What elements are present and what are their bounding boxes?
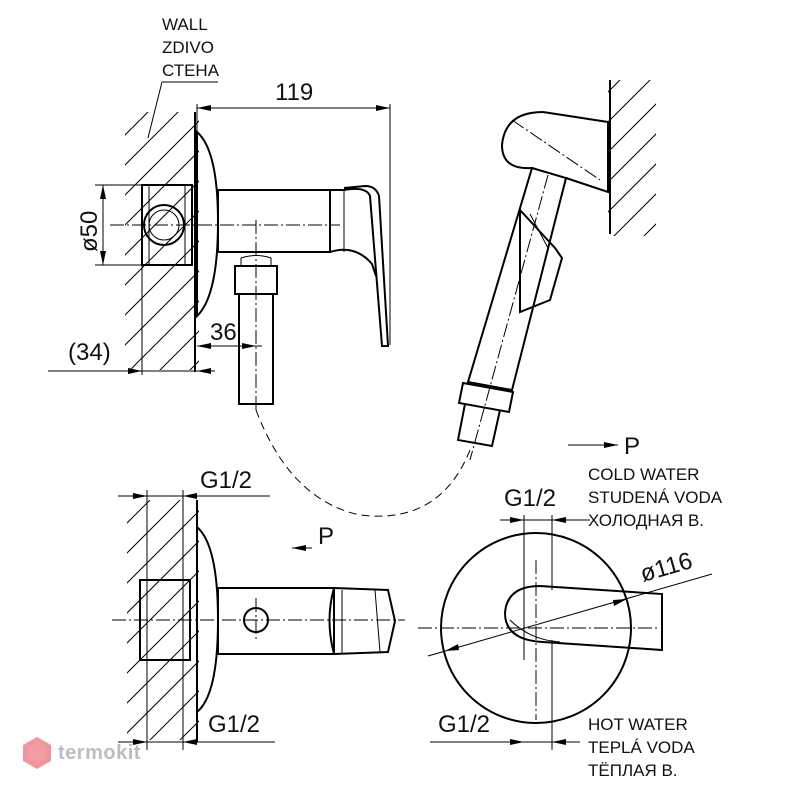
dimension-thread-top-value: G1/2 (200, 467, 252, 494)
cold-water-line-3: ХОЛОДНАЯ В. (588, 511, 704, 530)
watermark: termokit (22, 736, 141, 770)
flow-arrow-left: P (292, 523, 334, 551)
dimension-36: 36 (197, 319, 262, 349)
dimension-diameter-50: ø50 (76, 184, 142, 266)
dimension-34-value: (34) (68, 339, 111, 366)
wall-hatch-bottom (127, 500, 199, 742)
watermark-text: termokit (58, 741, 141, 764)
hot-water-line-2: TEPLÁ VODA (588, 738, 695, 757)
wall-label-line-3: СТЕНА (162, 61, 220, 80)
dimension-thread-bottom: G1/2 (118, 660, 275, 750)
hand-shower (255, 111, 609, 517)
dimension-thread-front-top-value: G1/2 (504, 485, 556, 512)
mixer-front-view (418, 532, 663, 724)
dimension-thread-front-bottom-value: G1/2 (438, 711, 490, 738)
mixer-side-view (110, 129, 390, 410)
wall-label-line-2: ZDIVO (162, 38, 214, 57)
dimension-thread-top: G1/2 (118, 467, 270, 580)
dimension-thread-front-bottom: G1/2 (430, 640, 580, 750)
mixer-plan-view (112, 524, 405, 715)
dimension-119-value: 119 (275, 79, 313, 106)
dimension-50-value: ø50 (76, 211, 103, 252)
dimension-36-value: 36 (210, 319, 237, 346)
flow-marker-right: P (624, 433, 640, 460)
hot-water-line-3: TЁПЛАЯ В. (588, 761, 678, 780)
hot-water-line-1: HOT WATER (588, 715, 688, 734)
cold-water-line-1: COLD WATER (588, 465, 699, 484)
dimension-thread-bottom-value: G1/2 (208, 711, 260, 738)
dimension-34: (34) (48, 265, 215, 375)
wall-label-line-1: WALL (162, 15, 208, 34)
wall-label: WALL ZDIVO СТЕНА (147, 15, 220, 139)
cold-water-line-2: STUDENÁ VODA (588, 488, 723, 507)
wall-hatch-holder (608, 80, 656, 236)
watermark-logo-icon (23, 737, 51, 769)
hot-water-label: HOT WATER TEPLÁ VODA TЁПЛАЯ В. (588, 715, 695, 780)
cold-water-label: P COLD WATER STUDENÁ VODA ХОЛОДНАЯ В. (568, 433, 723, 530)
flow-marker-left: P (318, 523, 334, 550)
dimension-thread-front-top: G1/2 (500, 485, 590, 660)
dimension-119: 119 (196, 79, 391, 345)
dimension-diameter-116: ø116 (427, 547, 713, 657)
